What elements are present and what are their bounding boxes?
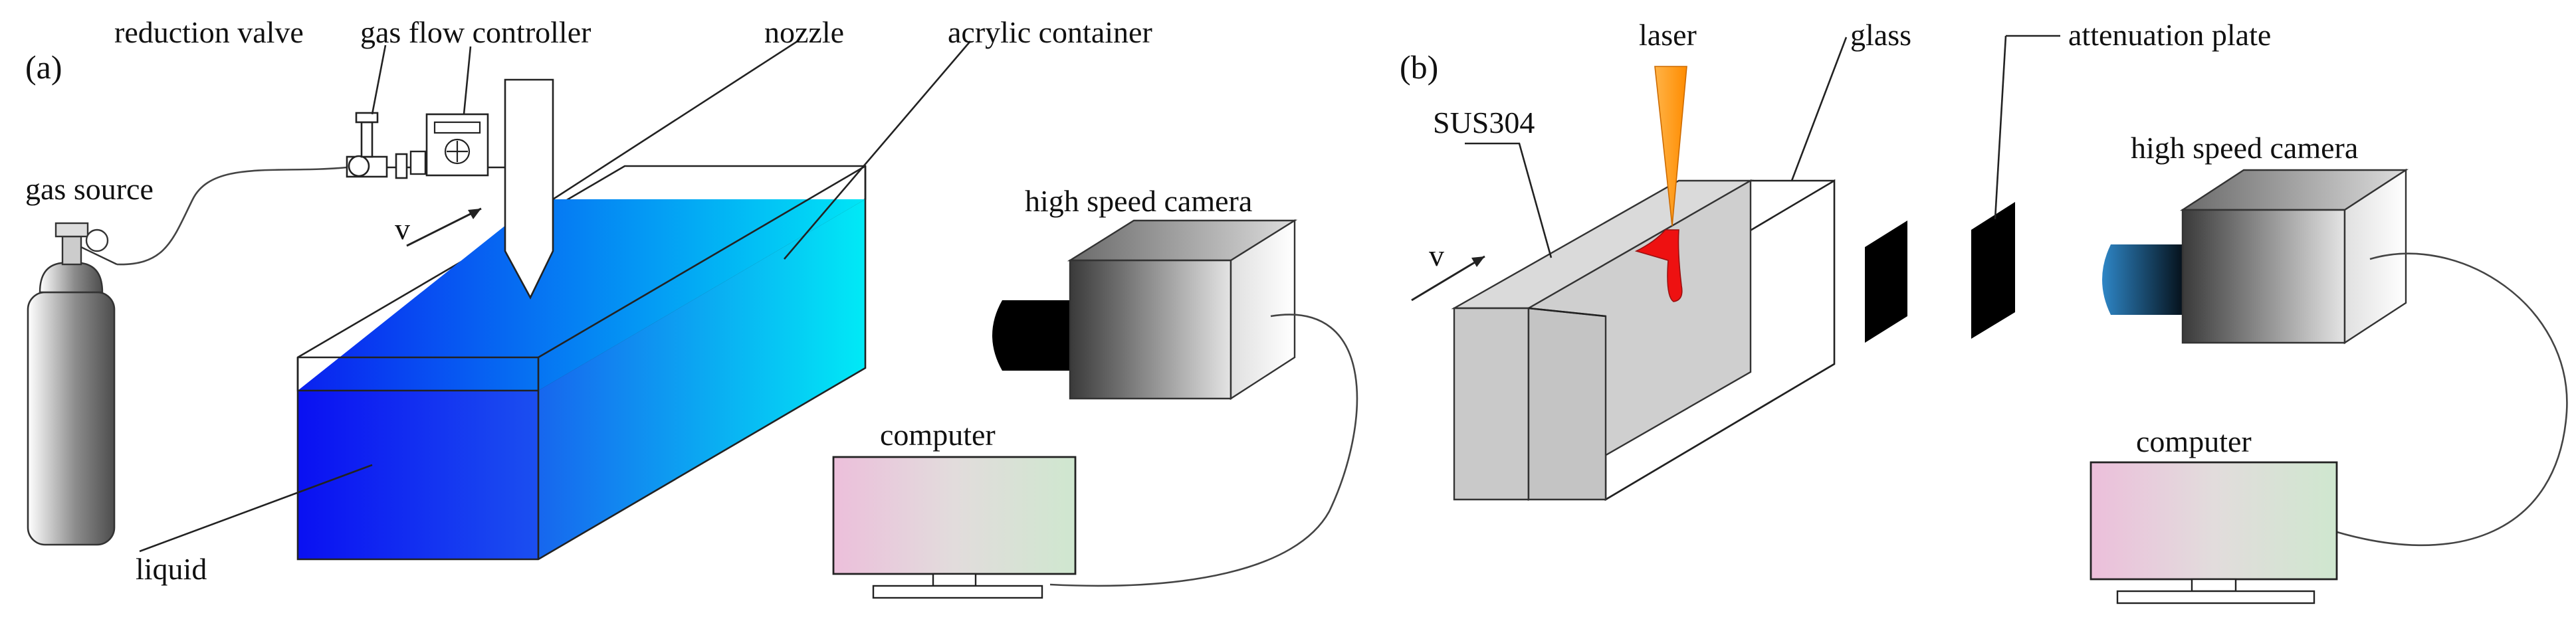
label-attenuation-plate: attenuation plate [2068, 18, 2271, 52]
sus304-plate [1451, 179, 1754, 502]
reduction-valve [346, 112, 408, 179]
velocity-arrow-b: v [1411, 238, 1485, 302]
label-gas-source: gas source [25, 172, 154, 206]
laser-beam [1654, 66, 1687, 227]
label-liquid: liquid [136, 552, 207, 586]
nozzle [504, 78, 554, 300]
camera-lens-a [992, 300, 1070, 371]
camera-cable-b [2325, 252, 2568, 547]
label-glass: glass [1850, 18, 1911, 52]
camera-cable-a [1049, 314, 1358, 587]
gas-flow-controller [409, 113, 489, 177]
panel-b-tag: (b) [1400, 48, 1438, 86]
panel-a-tag: (a) [25, 48, 62, 86]
label-laser: laser [1639, 18, 1697, 52]
label-acrylic-container: acrylic container [948, 15, 1152, 49]
sus304-front [1453, 307, 1530, 501]
label-gas-flow-controller: gas flow controller [360, 15, 591, 49]
monitor-screen-a [832, 456, 1077, 575]
panel-a: (a) [25, 15, 1358, 599]
cylinder-body [27, 291, 116, 546]
liquid-side-face [538, 199, 865, 559]
liquid-front-face [298, 391, 538, 559]
panel-b: (b) v [1400, 18, 2568, 604]
attenuation-plate-2 [1971, 202, 2015, 339]
label-computer-b: computer [2136, 424, 2252, 458]
camera-lens-b [2102, 244, 2183, 315]
label-reduction-valve: reduction valve [114, 15, 304, 49]
liquid-top-surface [298, 199, 865, 391]
computer-b [2090, 461, 2338, 604]
high-speed-camera-a [992, 219, 1298, 401]
computer-a [832, 456, 1077, 599]
label-high-speed-camera-b: high speed camera [2131, 131, 2358, 165]
gas-hose [116, 166, 348, 266]
attenuation-plate-1 [1865, 221, 1907, 343]
label-nozzle: nozzle [764, 15, 844, 49]
nozzle-body [504, 78, 554, 300]
gas-cylinder [27, 222, 118, 546]
velocity-arrow-a: v [395, 207, 482, 247]
acrylic-container [296, 165, 867, 561]
velocity-label-a: v [395, 212, 410, 246]
label-computer-a: computer [880, 418, 996, 452]
melt-pool [1634, 229, 1683, 302]
label-sus304: SUS304 [1433, 106, 1535, 139]
high-speed-camera-b [2102, 168, 2409, 345]
sus304-inner-face [1527, 307, 1607, 501]
monitor-screen-b [2090, 461, 2338, 581]
label-high-speed-camera-a: high speed camera [1025, 184, 1252, 218]
velocity-label-b: v [1429, 238, 1444, 272]
